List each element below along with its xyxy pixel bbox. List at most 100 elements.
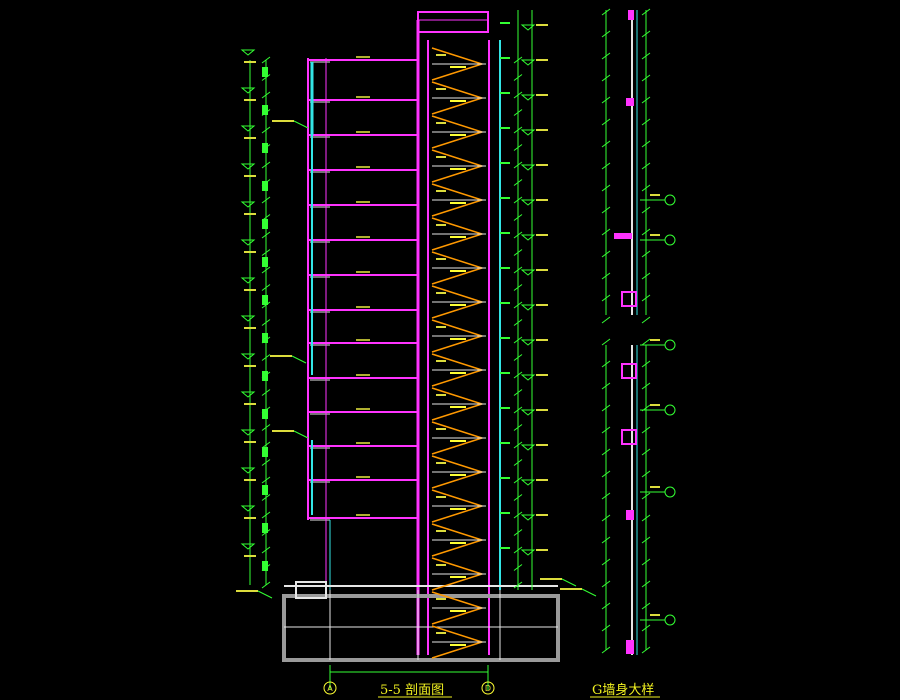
detail-dim-tick-right <box>641 580 651 588</box>
level-triangle-right <box>520 479 536 486</box>
detail-dim-tick-right <box>641 272 651 280</box>
level-tag-left <box>262 447 268 457</box>
level-value-inner <box>500 302 510 304</box>
level-value-left <box>244 251 256 253</box>
level-triangle-right <box>520 59 536 66</box>
annotation-note <box>272 430 294 432</box>
dim-tick-right <box>513 231 523 239</box>
level-value-right <box>536 514 548 516</box>
dim-tick-right <box>513 179 523 186</box>
detail-title: G墙身大样 <box>592 682 654 698</box>
stair-level-note <box>436 462 446 464</box>
detail-callout-bubble <box>664 234 676 246</box>
detail-dim-tick-right <box>641 426 651 434</box>
detail-dim-tick <box>601 338 611 346</box>
annotation-marks <box>236 120 597 599</box>
stair-level-note <box>436 224 446 226</box>
stair-note <box>450 236 466 238</box>
dim-tick-left <box>261 546 271 554</box>
detail-dim-tick <box>601 96 611 104</box>
floor-level-note <box>356 166 370 168</box>
dim-tick-right <box>513 511 523 519</box>
level-value-right <box>536 269 548 271</box>
wall-detail-g <box>601 8 676 655</box>
level-value-right <box>536 199 548 201</box>
annotation-note <box>236 590 258 592</box>
level-value-inner <box>500 22 510 24</box>
level-triangle-right <box>520 304 536 311</box>
detail-callout-bubble <box>664 194 676 206</box>
dim-tick-right <box>513 126 523 134</box>
level-value-inner <box>500 232 510 234</box>
stair-note <box>450 304 466 306</box>
detail-dim-tick <box>601 74 611 82</box>
detail-callout-note <box>650 614 660 616</box>
level-value-left <box>244 327 256 329</box>
stair-note <box>450 202 466 204</box>
annotation-leader <box>291 355 307 364</box>
dim-tick-right <box>513 109 523 116</box>
dim-tick-right <box>513 301 523 309</box>
detail-dim-tick <box>601 184 611 192</box>
dim-tick-right <box>513 494 523 501</box>
dim-tick-left <box>261 126 271 134</box>
level-value-inner <box>500 337 510 339</box>
stair-level-note <box>436 258 446 260</box>
floor-level-note <box>356 408 370 410</box>
level-triangle-left <box>240 125 256 132</box>
detail-dim-tick-right <box>641 162 651 170</box>
stair-note <box>450 134 466 136</box>
detail-dim-tick <box>601 272 611 280</box>
stair-note <box>450 66 466 68</box>
detail-dim-tick-right <box>641 470 651 478</box>
detail-slab-1 <box>614 233 632 239</box>
level-triangle-left <box>240 353 256 360</box>
floor-level-note <box>356 131 370 133</box>
annotation-note <box>272 120 294 122</box>
detail-dim-tick-right <box>641 96 651 104</box>
dim-tick-left <box>261 476 271 484</box>
level-triangle-left <box>240 391 256 398</box>
level-triangle-left <box>240 87 256 94</box>
grid-bubble-d-circle <box>481 681 495 695</box>
dim-tick-left <box>261 424 271 431</box>
grid-bubble-a: A <box>323 681 337 695</box>
detail-beam-2 <box>621 363 637 379</box>
level-triangle-right <box>520 94 536 101</box>
dim-tick-right <box>513 284 523 291</box>
level-value-right <box>536 24 548 26</box>
detail-dim-tick-right <box>641 74 651 82</box>
level-value-left <box>244 479 256 481</box>
annotation-note <box>540 578 562 580</box>
level-triangle-right <box>520 549 536 556</box>
floor-level-note <box>356 374 370 376</box>
entrance-canopy <box>295 581 327 599</box>
level-value-inner <box>500 267 510 269</box>
level-triangle-left <box>240 429 256 436</box>
level-value-right <box>536 129 548 131</box>
detail-dim-tick <box>601 426 611 434</box>
detail-parapet <box>628 10 634 20</box>
level-value-inner <box>500 197 510 199</box>
dim-tick-left <box>261 91 271 99</box>
dim-tick-right <box>513 371 523 379</box>
dim-tick-left <box>261 319 271 326</box>
dim-tick-right <box>513 91 523 99</box>
stair-note <box>450 372 466 374</box>
stair-level-note <box>436 598 446 600</box>
stair-level-note <box>436 394 446 396</box>
detail-dim-tick <box>601 316 611 324</box>
floor-level-note <box>356 306 370 308</box>
level-value-right <box>536 444 548 446</box>
dim-tick-right <box>513 459 523 466</box>
detail-dim-tick <box>601 294 611 302</box>
stair-level-note <box>436 54 446 56</box>
level-value-left <box>244 441 256 443</box>
level-value-right <box>536 339 548 341</box>
dim-tick-right <box>513 249 523 256</box>
detail-dim-tick-right <box>641 52 651 60</box>
level-markers <box>240 22 548 571</box>
detail-dim-tick <box>601 140 611 148</box>
stair-note <box>450 100 466 102</box>
